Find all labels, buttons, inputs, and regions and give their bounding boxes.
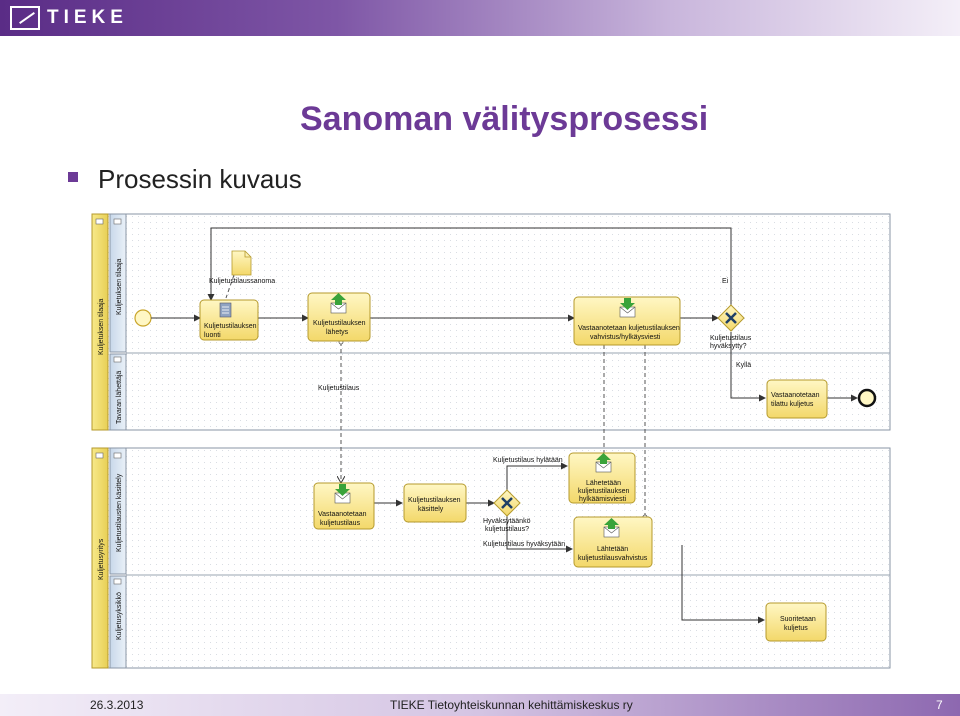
svg-text:tilattu kuljetus: tilattu kuljetus bbox=[771, 401, 814, 408]
sequence-flows-pool-1 bbox=[151, 227, 858, 402]
sequence-flows-pool-2 bbox=[374, 462, 765, 624]
flow-label-ei: Ei bbox=[722, 278, 729, 285]
svg-text:Lähtetään: Lähtetään bbox=[597, 546, 628, 553]
send-envelope-icon bbox=[603, 518, 620, 538]
gateway-1-label-line-1: Kuljetustilaus bbox=[710, 335, 752, 342]
receive-envelope-icon bbox=[619, 298, 636, 318]
task-vastaanotetaan-vahvistus: Vastaanotetaan kuljetustilauksen vahvist… bbox=[573, 296, 681, 346]
lane-3-label: Kuljetustilausten käsittely bbox=[116, 473, 123, 552]
send-envelope-icon bbox=[330, 293, 347, 314]
gateway-2-label-line-1: Hyväksytäänkö bbox=[483, 518, 531, 525]
pool-1-label: Kuljetuksen tilaaja bbox=[98, 298, 105, 355]
flow-label-message: Kuljetustilaus bbox=[318, 385, 360, 392]
page-subtitle: Prosessin kuvaus bbox=[98, 164, 302, 194]
svg-text:kuljetustilauksen: kuljetustilauksen bbox=[578, 488, 629, 495]
svg-text:Lähetetään: Lähetetään bbox=[586, 480, 621, 487]
footer-bar: 26.3.2013 TIEKE Tietoyhteiskunnan kehitt… bbox=[0, 694, 960, 716]
lane-2-label: Tavaran lähettäjä bbox=[116, 371, 123, 424]
gateway-hyvaksytaanko bbox=[493, 489, 521, 517]
flow-label-kylla: Kyllä bbox=[736, 362, 751, 369]
start-event bbox=[134, 309, 152, 327]
bullet-icon bbox=[68, 172, 78, 182]
svg-text:kuljetustilaus: kuljetustilaus bbox=[320, 520, 361, 527]
task-vastaanotetaan-tilattu-kuljetus: Vastaanotetaan tilattu kuljetus bbox=[766, 379, 828, 419]
svg-text:Vastaanotetaan: Vastaanotetaan bbox=[771, 392, 820, 399]
svg-text:käsittely: käsittely bbox=[418, 506, 444, 513]
svg-text:hylkäämisviesti: hylkäämisviesti bbox=[579, 496, 627, 503]
svg-text:Vastaanotetaan kuljetustilauks: Vastaanotetaan kuljetustilauksen bbox=[578, 325, 680, 332]
svg-text:Vastaanotetaan: Vastaanotetaan bbox=[318, 511, 367, 518]
send-envelope-icon bbox=[595, 453, 612, 473]
lane-1-label: Kuljetuksen tilaaja bbox=[116, 258, 123, 315]
task-kuljetustilauksen-kasittely: Kuljetustilauksen käsittely bbox=[403, 483, 467, 523]
message-flows bbox=[225, 274, 646, 515]
svg-text:kuljetus: kuljetus bbox=[784, 625, 808, 632]
task-kuljetustilauksen-luonti: Kuljetustilauksen luonti bbox=[199, 299, 259, 341]
pool-2: Kuljetusyritys Kuljetustilausten käsitte… bbox=[91, 447, 891, 669]
task-lahtetaan-kuljetustilausvahvistus: Lähtetään kuljetustilausvahvistus bbox=[573, 516, 653, 568]
svg-text:kuljetustilausvahvistus: kuljetustilausvahvistus bbox=[578, 555, 648, 562]
task-suoritetaan-kuljetus: Suoritetaan kuljetus bbox=[765, 602, 827, 642]
logo-text: TIEKE bbox=[47, 7, 128, 28]
flow-label-rejected: Kuljetustilaus hylätään bbox=[493, 457, 563, 464]
tieke-logo-icon bbox=[10, 6, 40, 30]
task-lahetetaan-hylkaamisviesti: Lähetetään kuljetustilauksen hylkäämisvi… bbox=[568, 452, 636, 504]
data-object-label: Kuljetustilaussanoma bbox=[209, 278, 275, 285]
flow-label-accepted: Kuljetustilaus hyväksytään bbox=[483, 541, 565, 548]
svg-text:lähetys: lähetys bbox=[326, 329, 349, 336]
footer-date: 26.3.2013 bbox=[90, 698, 144, 712]
gateway-1-label-line-2: hyväksytty? bbox=[710, 343, 747, 350]
svg-text:vahvistus/hylkäysviesti: vahvistus/hylkäysviesti bbox=[590, 334, 661, 341]
svg-text:Kuljetustilauksen: Kuljetustilauksen bbox=[204, 323, 257, 330]
footer-organization: TIEKE Tietoyhteiskunnan kehittämiskeskus… bbox=[390, 698, 633, 712]
script-icon bbox=[219, 302, 232, 318]
gateway-hyvaksytty bbox=[717, 304, 745, 332]
data-object bbox=[231, 250, 252, 276]
pool-2-label: Kuljetusyritys bbox=[98, 538, 105, 580]
svg-text:luonti: luonti bbox=[204, 332, 221, 339]
lane-4-label: Kuljetusyksikkö bbox=[116, 592, 123, 640]
svg-text:Kuljetustilauksen: Kuljetustilauksen bbox=[408, 497, 461, 504]
page-number: 7 bbox=[936, 698, 943, 712]
receive-envelope-icon bbox=[334, 484, 351, 504]
svg-text:Suoritetaan: Suoritetaan bbox=[780, 616, 816, 623]
gateway-2-label-line-2: kuljetustilaus? bbox=[485, 526, 529, 533]
end-event bbox=[857, 388, 877, 408]
task-kuljetustilauksen-lahetys: Kuljetustilauksen lähetys bbox=[307, 292, 371, 342]
svg-text:Kuljetustilauksen: Kuljetustilauksen bbox=[313, 320, 366, 327]
page-title: Sanoman välitysprosessi bbox=[300, 100, 709, 138]
task-vastaanotetaan-kuljetustilaus: Vastaanotetaan kuljetustilaus bbox=[313, 482, 375, 530]
header-bar: TIEKE bbox=[0, 0, 960, 36]
